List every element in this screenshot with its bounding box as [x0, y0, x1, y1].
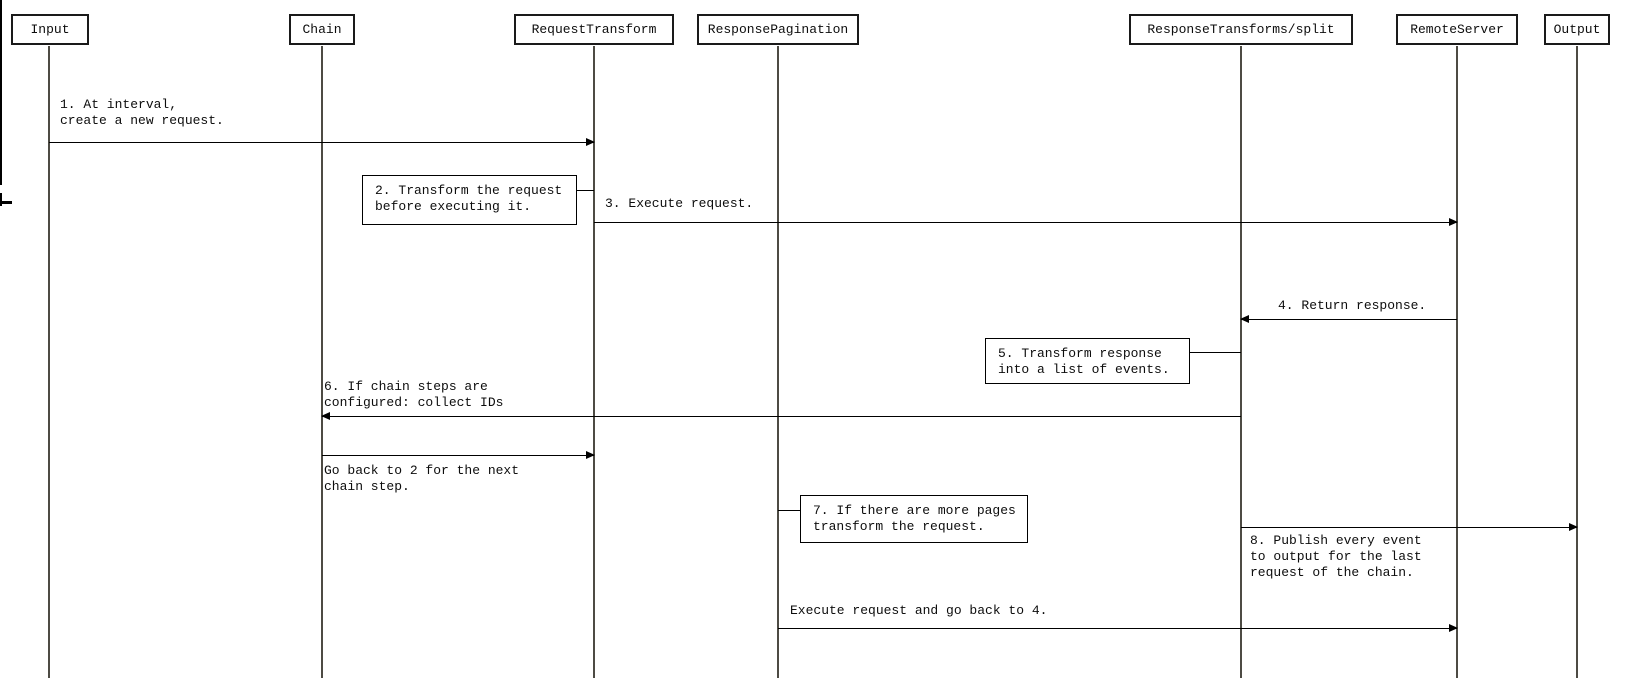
message-arrow-4: [1240, 315, 1457, 323]
lifeline-chain: [321, 46, 323, 678]
message-label-3: 3. Execute request.: [605, 196, 754, 211]
message-arrow-bottom: [778, 624, 1458, 632]
participant-label: RemoteServer: [1410, 22, 1504, 37]
arrowhead-right-icon: [586, 451, 595, 459]
arrowhead-right-icon: [1449, 624, 1458, 632]
participant-label: RequestTransform: [531, 22, 657, 37]
participant-box-response-transforms-split: ResponseTransforms/split: [1129, 14, 1353, 45]
message-arrow-8: [1241, 523, 1578, 531]
participant-box-request-transform: RequestTransform: [514, 14, 674, 45]
arrowhead-left-icon: [1240, 315, 1249, 323]
message-arrow-6: [321, 412, 1241, 420]
message-label-8: 8. Publish every event to output for the…: [1250, 533, 1422, 580]
participant-box-input: Input: [11, 14, 89, 45]
message-arrow-goback: [322, 451, 595, 459]
note-connector-5: [1190, 352, 1241, 353]
participant-label: ResponsePagination: [707, 22, 849, 37]
note-box-2: 2. Transform the request before executin…: [362, 175, 577, 225]
screen-edge-artifact: [0, 193, 2, 206]
participant-label: Chain: [302, 22, 342, 37]
arrowhead-right-icon: [586, 138, 595, 146]
note-connector-2: [577, 190, 594, 191]
message-arrow-3: [594, 218, 1458, 226]
lifeline-output: [1576, 46, 1578, 678]
note-box-7: 7. If there are more pages transform the…: [800, 495, 1028, 543]
message-label-6: 6. If chain steps are configured: collec…: [324, 379, 504, 410]
message-label-goback: Go back to 2 for the next chain step.: [324, 463, 520, 494]
arrowhead-right-icon: [1449, 218, 1458, 226]
message-arrow-1: [49, 138, 595, 146]
arrowhead-left-icon: [321, 412, 330, 420]
screen-edge-artifact: [0, 0, 2, 185]
message-label-1: 1. At interval, create a new request.: [60, 97, 224, 128]
note-connector-7: [778, 510, 800, 511]
participant-box-remote-server: RemoteServer: [1396, 14, 1518, 45]
participant-label: ResponseTransforms/split: [1147, 22, 1335, 37]
arrowhead-right-icon: [1569, 523, 1578, 531]
participant-box-chain: Chain: [289, 14, 355, 45]
participant-label: Output: [1553, 22, 1601, 37]
screen-edge-artifact: [0, 201, 12, 204]
lifeline-response-transforms-split: [1240, 46, 1242, 678]
message-label-4: 4. Return response.: [1278, 298, 1427, 313]
participant-box-output: Output: [1544, 14, 1610, 45]
participant-label: Input: [30, 22, 70, 37]
lifeline-response-pagination: [777, 46, 779, 678]
note-box-5: 5. Transform response into a list of eve…: [985, 338, 1190, 384]
message-label-bottom: Execute request and go back to 4.: [790, 603, 1048, 618]
lifeline-remote-server: [1456, 46, 1458, 678]
lifeline-request-transform: [593, 46, 595, 678]
participant-box-response-pagination: ResponsePagination: [697, 14, 859, 45]
lifeline-input: [48, 46, 50, 678]
